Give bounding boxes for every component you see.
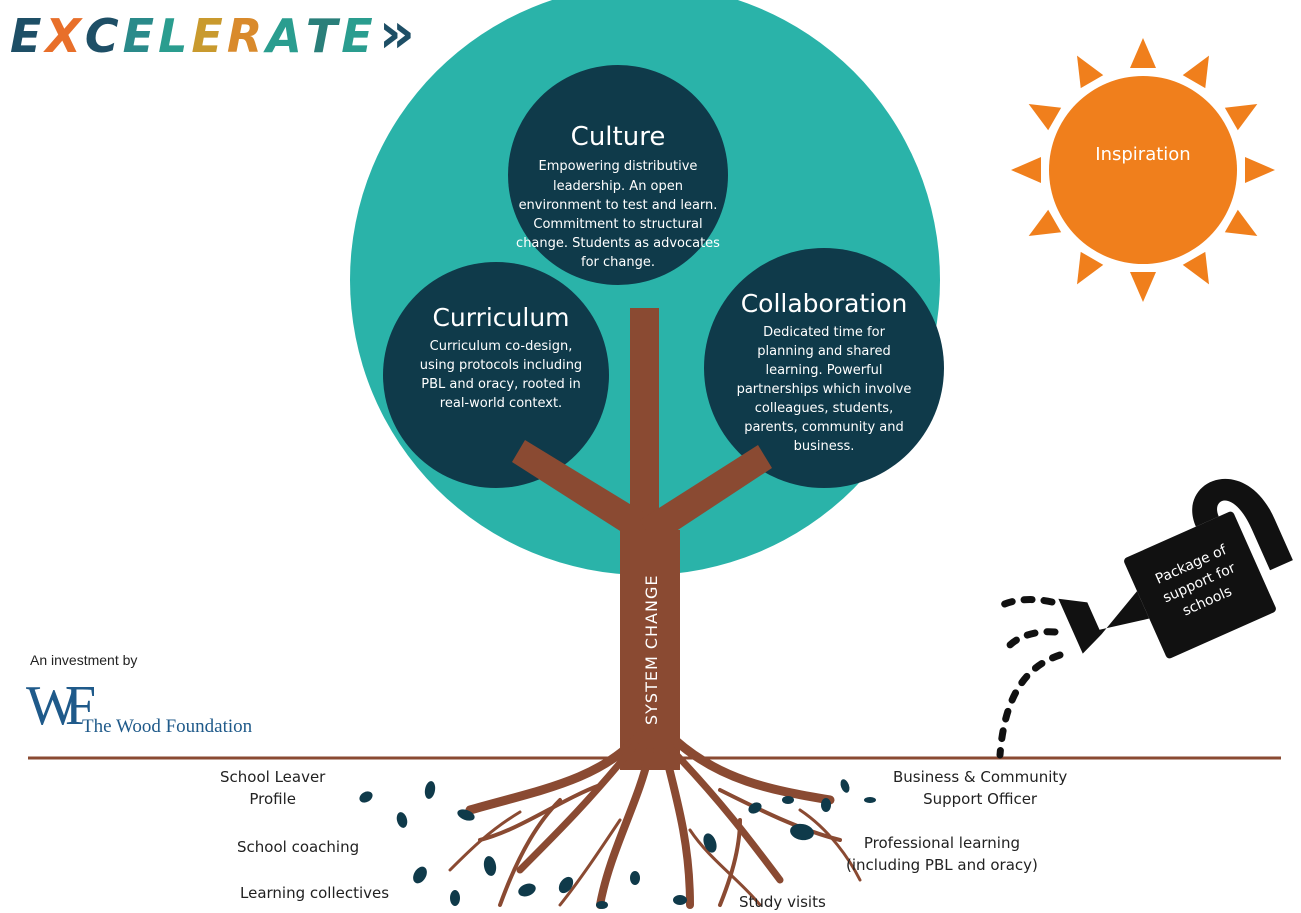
root-label-line: Profile xyxy=(249,790,296,808)
root-label-business-community: Business & Community Support Officer xyxy=(893,766,1067,810)
logo-letter: X xyxy=(45,9,85,63)
sun-label: Inspiration xyxy=(1095,144,1190,165)
seed xyxy=(450,890,460,906)
logo-chevrons-icon: » xyxy=(378,1,419,66)
culture-line: change. Students as advocates xyxy=(516,236,720,251)
logo-letter: C xyxy=(84,9,123,63)
wood-foundation-name: The Wood Foundation xyxy=(82,716,253,737)
seed xyxy=(596,901,608,909)
curriculum-line: PBL and oracy, rooted in xyxy=(421,377,580,392)
tree-trunk xyxy=(512,308,772,770)
collaboration-title: Collaboration xyxy=(741,289,908,318)
root-label-line: (including PBL and oracy) xyxy=(846,856,1038,874)
seed xyxy=(359,791,373,803)
collaboration-line: planning and shared xyxy=(757,344,890,359)
sun-ray xyxy=(1224,209,1258,236)
tree-roots xyxy=(448,730,862,909)
culture-circle xyxy=(508,65,728,285)
wood-foundation-mark: WF xyxy=(26,675,96,737)
logo-letter: E xyxy=(10,9,46,63)
seed xyxy=(673,895,687,905)
seed xyxy=(483,856,497,876)
culture-line: Empowering distributive xyxy=(539,159,698,174)
collaboration-line: parents, community and xyxy=(744,420,904,435)
sun-ray xyxy=(1028,209,1062,236)
seed xyxy=(703,833,717,853)
seeds xyxy=(359,779,876,909)
root-label-line: School Leaver xyxy=(220,768,326,786)
logo-text: EXCELERATE xyxy=(10,10,377,62)
water-stream xyxy=(994,596,1064,759)
root-label-study-visits: Study visits xyxy=(739,893,826,911)
sun-ray xyxy=(1245,157,1275,183)
sun-ray xyxy=(1077,251,1104,285)
sun-ray xyxy=(1224,104,1258,131)
seed xyxy=(840,779,850,793)
root-label-school-leaver: School Leaver Profile xyxy=(220,766,325,810)
logo-letter: A xyxy=(266,9,306,63)
excelerate-logo: EXCELERATE» xyxy=(10,1,419,66)
culture-line: environment to test and learn. xyxy=(519,198,718,213)
seed xyxy=(630,871,640,885)
sun-ray xyxy=(1011,157,1041,183)
logo-letter: R xyxy=(226,9,267,63)
sun-icon xyxy=(1011,38,1275,302)
root-label-line: Support Officer xyxy=(923,790,1038,808)
collaboration-line: Dedicated time for xyxy=(763,325,885,340)
seed xyxy=(518,883,536,897)
curriculum-title: Curriculum xyxy=(432,303,569,332)
seed xyxy=(790,823,814,841)
culture-title: Culture xyxy=(571,122,666,152)
root-label-school-coaching: School coaching xyxy=(237,838,360,856)
seed xyxy=(558,876,574,894)
sun-ray xyxy=(1130,272,1156,302)
logo-letter: L xyxy=(158,9,192,63)
logo-letter: T xyxy=(305,9,342,63)
seed xyxy=(413,866,427,884)
seed xyxy=(864,797,876,803)
collaboration-line: colleagues, students, xyxy=(755,401,893,416)
seed xyxy=(457,809,475,821)
watering-can-icon: Package of support for schools xyxy=(1058,478,1293,659)
logo-letter: E xyxy=(341,9,377,63)
root-label-line: Business & Community xyxy=(893,768,1068,786)
collaboration-line: learning. Powerful xyxy=(765,363,882,378)
seed xyxy=(821,798,831,812)
investment-label: An investment by xyxy=(30,652,138,668)
sun-ray xyxy=(1028,104,1062,131)
culture-line: for change. xyxy=(581,255,655,270)
root-label-learning-collectives: Learning collectives xyxy=(240,884,390,902)
curriculum-circle xyxy=(383,262,609,488)
culture-line: leadership. An open xyxy=(553,179,683,194)
system-change-label: SYSTEM CHANGE xyxy=(642,575,661,725)
culture-line: Commitment to structural xyxy=(533,217,702,232)
sun-ray xyxy=(1182,251,1209,285)
seed xyxy=(424,781,436,799)
collaboration-line: partnerships which involve xyxy=(737,382,912,397)
collaboration-circle xyxy=(704,248,944,488)
sun-ray xyxy=(1182,55,1209,89)
root-label-line: Professional learning xyxy=(863,834,1020,852)
curriculum-line: using protocols including xyxy=(420,358,582,373)
seed xyxy=(782,796,794,804)
root-label-professional-learning: Professional learning (including PBL and… xyxy=(846,832,1038,876)
curriculum-line: real-world context. xyxy=(440,396,562,411)
seed xyxy=(396,812,408,828)
wood-foundation-logo: WF The Wood Foundation xyxy=(26,675,266,738)
collaboration-line: business. xyxy=(794,439,855,454)
seed xyxy=(748,802,762,814)
sun-ray xyxy=(1077,55,1104,89)
curriculum-line: Curriculum co-design, xyxy=(430,339,573,354)
logo-letter: E xyxy=(122,9,159,63)
sun-ray xyxy=(1130,38,1156,68)
logo-letter: E xyxy=(191,9,227,63)
